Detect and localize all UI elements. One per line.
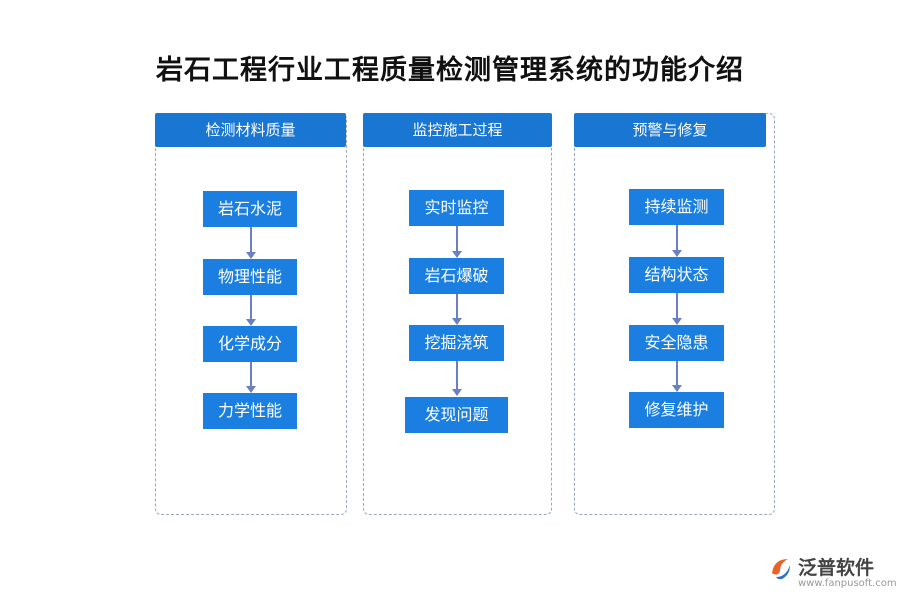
node-1-2: 物理性能 [203, 259, 297, 295]
node-3-4: 修复维护 [629, 392, 724, 428]
node-3-3: 安全隐患 [629, 325, 724, 361]
arrow-2-1 [452, 226, 462, 258]
brand-name: 泛普软件 [798, 557, 875, 579]
brand-url: www.fanpusoft.com [798, 578, 897, 589]
node-1-4: 力学性能 [203, 393, 297, 429]
node-2-1: 实时监控 [409, 190, 504, 226]
column-header-1: 检测材料质量 [155, 113, 346, 147]
arrow-3-3 [672, 361, 682, 392]
node-2-2: 岩石爆破 [409, 258, 504, 294]
column-panel-3 [574, 113, 775, 515]
arrow-1-3 [246, 362, 256, 393]
arrow-1-1 [246, 227, 256, 259]
column-header-3: 预警与修复 [574, 113, 766, 147]
column-header-2: 监控施工过程 [363, 113, 552, 147]
brand-logo-icon [772, 559, 790, 580]
node-2-3: 挖掘浇筑 [409, 325, 504, 361]
arrow-3-1 [672, 225, 682, 257]
node-3-1: 持续监测 [629, 189, 724, 225]
arrow-2-2 [452, 294, 462, 325]
arrow-2-3 [452, 361, 462, 396]
brand-logo: 泛普软件 www.fanpusoft.com [768, 552, 897, 592]
diagram-title: 岩石工程行业工程质量检测管理系统的功能介绍 [156, 55, 744, 86]
node-1-3: 化学成分 [203, 326, 297, 362]
arrow-3-2 [672, 293, 682, 325]
node-2-4: 发现问题 [405, 397, 508, 433]
node-3-2: 结构状态 [629, 257, 724, 293]
node-1-1: 岩石水泥 [203, 191, 297, 227]
arrow-1-2 [246, 295, 256, 326]
